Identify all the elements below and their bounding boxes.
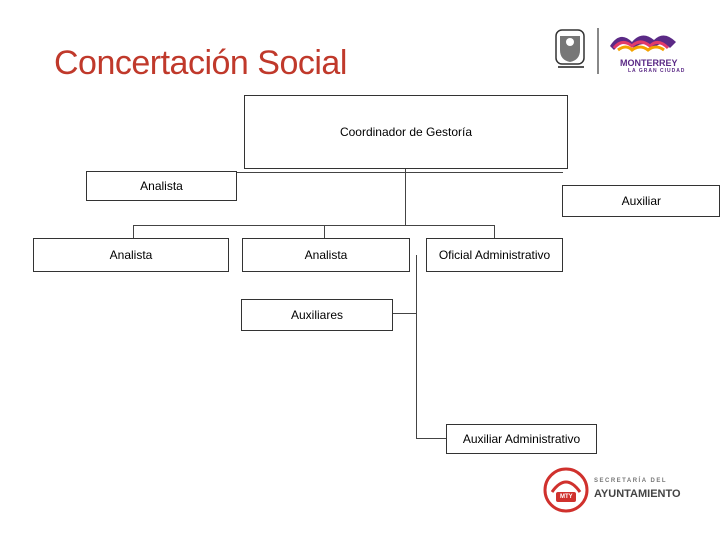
connector-aux-admin [416, 438, 446, 439]
connector-auxiliar [405, 172, 563, 173]
auxiliar-admin-box: Auxiliar Administrativo [446, 424, 597, 454]
monterrey-logo: MONTERREY LA GRAN CIUDAD [548, 22, 698, 78]
connector-level2-bar [133, 225, 495, 226]
monterrey-name: MONTERREY [620, 58, 678, 68]
oficial-box: Oficial Administrativo [426, 238, 563, 272]
ayuntamiento-logo: MTY SECRETARÍA DEL AYUNTAMIENTO [542, 466, 702, 514]
seal-text: MTY [560, 494, 573, 500]
connector-oficial-down [416, 255, 417, 438]
analista-box-1: Analista [86, 171, 237, 201]
connector-analista3 [324, 225, 325, 238]
connector-analista2 [133, 225, 134, 238]
seal-icon [543, 467, 589, 513]
analista-box-3: Analista [242, 238, 410, 272]
auxiliar-box: Auxiliar [562, 185, 720, 217]
secretaria-line1: SECRETARÍA DEL [594, 478, 668, 484]
connector-auxiliares [393, 313, 417, 314]
coat-of-arms-icon [555, 28, 676, 74]
coordinator-box: Coordinador de Gestoría [244, 95, 568, 169]
secretaria-line2: AYUNTAMIENTO [594, 488, 681, 500]
connector-coord-down [405, 168, 406, 225]
connector-oficial [494, 225, 495, 238]
monterrey-tagline: LA GRAN CIUDAD [628, 68, 686, 74]
auxiliares-box: Auxiliares [241, 299, 393, 331]
page-title: Concertación Social [54, 44, 347, 82]
analista-box-2: Analista [33, 238, 229, 272]
connector-analista1 [236, 172, 406, 173]
